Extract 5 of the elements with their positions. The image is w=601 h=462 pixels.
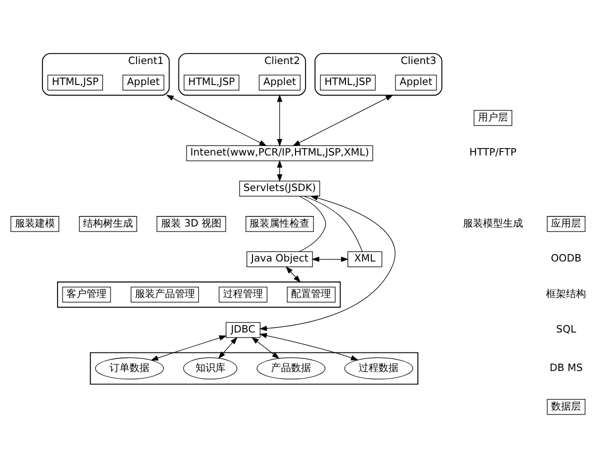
label: OODB (550, 253, 582, 264)
label: SQL (556, 324, 576, 335)
label: HTTP/FTP (469, 147, 516, 158)
label: 框架结构 (546, 288, 586, 300)
label: DB MS (550, 362, 583, 374)
